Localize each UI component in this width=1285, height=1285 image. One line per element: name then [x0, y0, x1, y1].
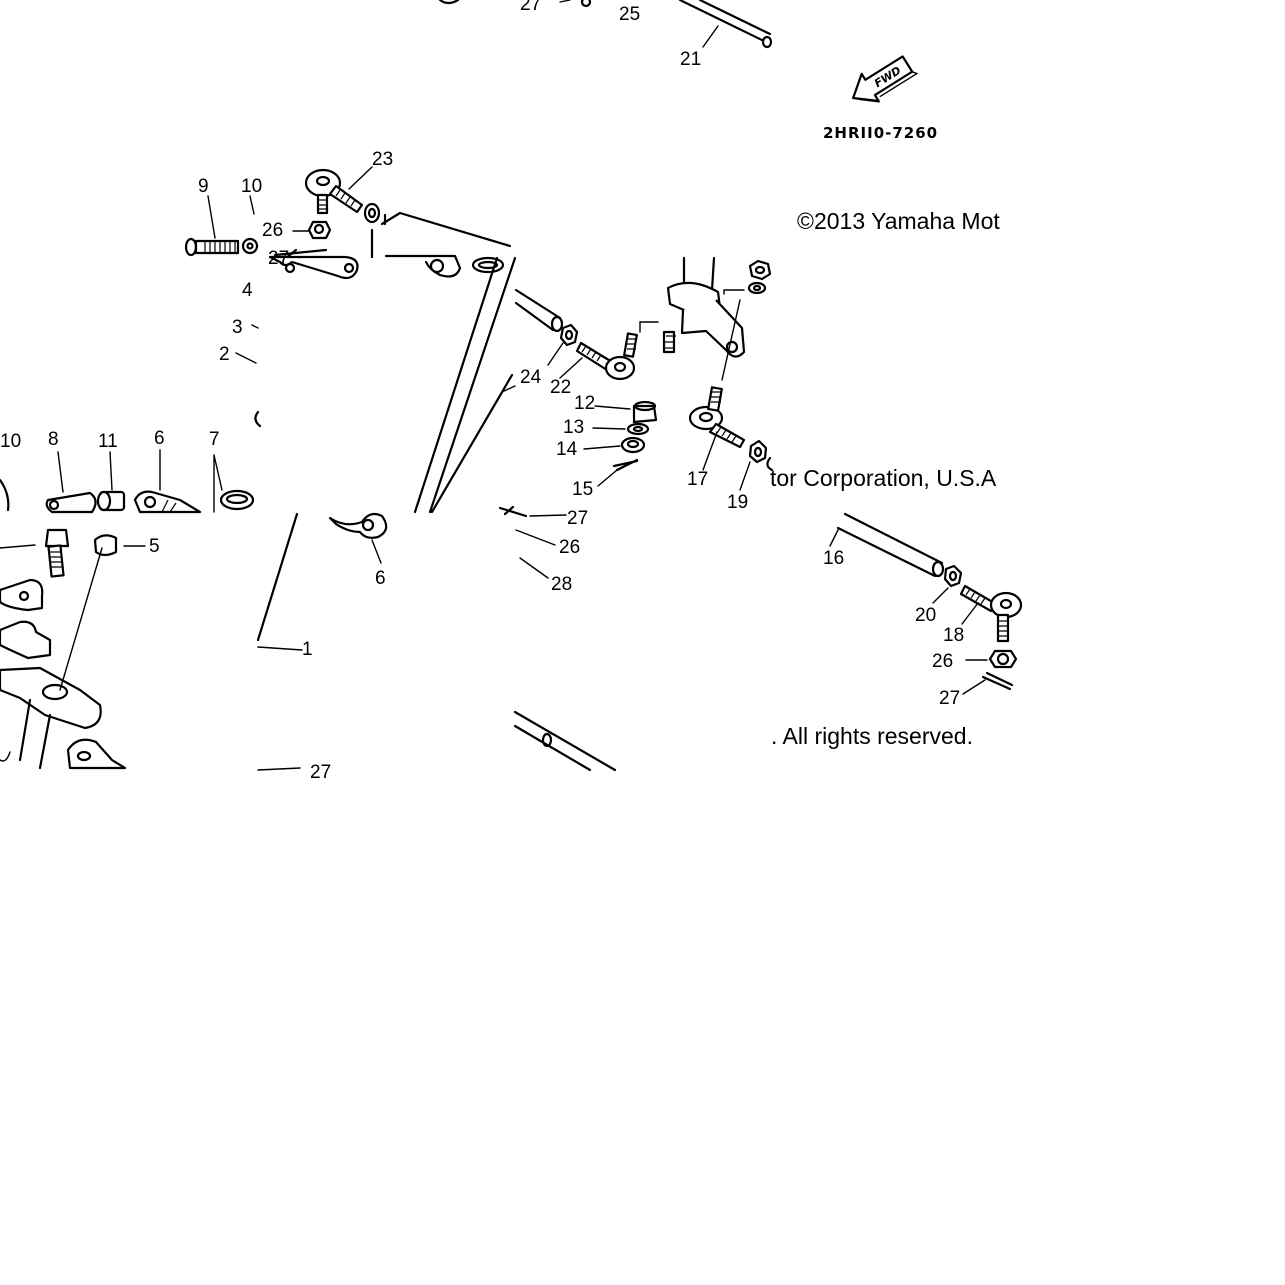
copyright-fragment-1: ©2013 Yamaha Mot	[797, 208, 1000, 234]
callout-4: 4	[242, 280, 253, 301]
callout-17: 17	[687, 469, 708, 490]
copyright-fragment-3: . All rights reserved.	[771, 723, 973, 749]
fwd-arrow-icon: FWD	[852, 55, 919, 103]
callout-2: 2	[219, 344, 230, 365]
callout-15: 15	[572, 479, 593, 500]
callout-26-b: 26	[559, 537, 580, 558]
callout-21: 21	[680, 49, 701, 70]
callout-20: 20	[915, 605, 936, 626]
callout-25: 25	[619, 4, 640, 25]
callout-24: 24	[520, 367, 542, 388]
callout-26-a: 26	[262, 220, 283, 241]
callout-27-b: 27	[567, 508, 588, 529]
callout-27-a: 27	[268, 248, 289, 269]
callout-1: 1	[302, 639, 313, 660]
callout-27-top: 27	[520, 0, 541, 15]
callout-11: 11	[98, 431, 118, 452]
callout-14: 14	[556, 439, 578, 460]
callout-7: 7	[209, 429, 220, 450]
bottom-center-assembly-drawing	[256, 512, 388, 771]
callout-28: 28	[551, 574, 572, 595]
diagram-code-label: 2HRII0-7260	[823, 124, 938, 142]
callout-12: 12	[574, 393, 595, 414]
copyright-fragment-2: tor Corporation, U.S.A	[770, 465, 997, 491]
callout-6-b: 6	[375, 568, 386, 589]
callout-18: 18	[943, 625, 964, 646]
bottom-left-assembly-drawing	[0, 528, 146, 770]
callout-13: 13	[563, 417, 584, 438]
callout-27-d: 27	[939, 688, 960, 709]
callout-22: 22	[550, 377, 571, 398]
callout-10-b: 10	[0, 431, 21, 452]
callout-8: 8	[48, 429, 59, 450]
bottom-middle-right-drawing	[498, 505, 617, 772]
callout-3: 3	[232, 317, 243, 338]
callout-19: 19	[727, 492, 748, 513]
callout-10: 10	[241, 176, 262, 197]
upper-left-assembly-drawing	[184, 166, 512, 428]
center-right-assembly-drawing	[413, 256, 774, 514]
callout-9: 9	[198, 176, 209, 197]
callout-5: 5	[149, 536, 160, 557]
callout-6-a: 6	[154, 428, 165, 449]
left-middle-assembly-drawing	[0, 449, 255, 514]
callout-27-c: 27	[310, 762, 331, 783]
callout-16: 16	[823, 548, 844, 569]
tie-rod-16-drawing	[829, 512, 1023, 695]
callout-26-c: 26	[932, 651, 953, 672]
tie-rod-21-drawing	[438, 0, 773, 49]
callout-23: 23	[372, 149, 393, 170]
